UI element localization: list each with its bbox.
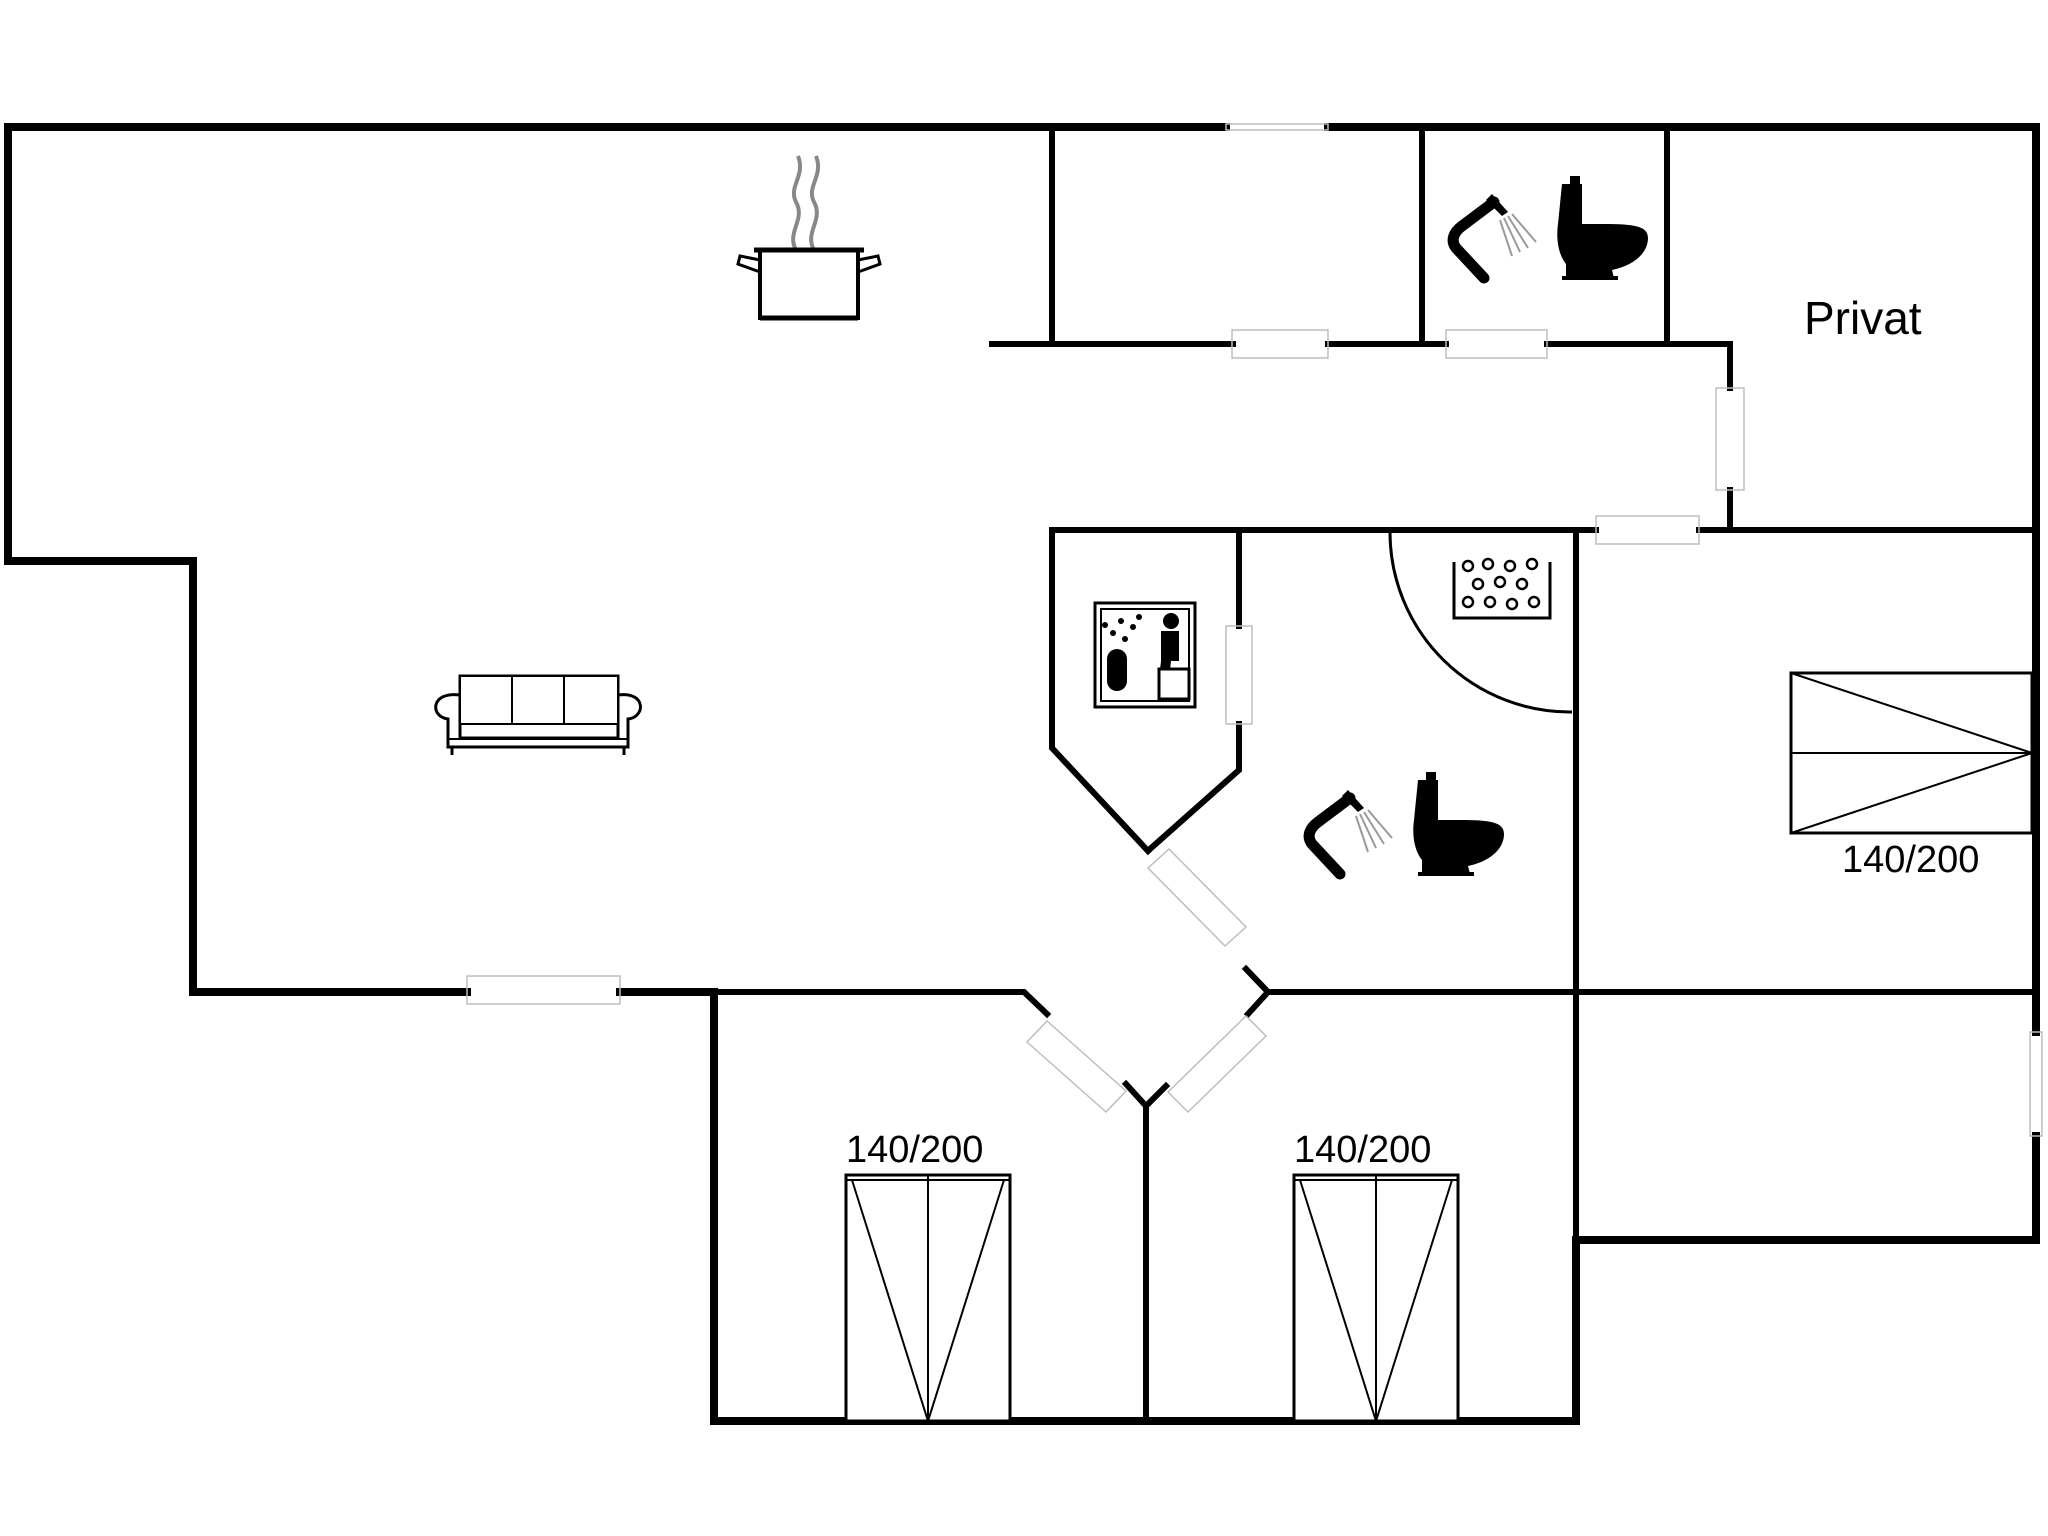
wall-sauna <box>1049 527 1153 856</box>
exterior-wall-bedrooms <box>710 988 2040 1425</box>
wall-bedroom-divider <box>1121 1079 1171 1111</box>
shower-icon <box>1447 194 1537 284</box>
bed-size-label-southeast: 140/200 <box>1294 1129 1431 1171</box>
window-north <box>1225 123 1329 131</box>
toilet-icon <box>1413 772 1504 876</box>
bed-size-label-east: 140/200 <box>1842 839 1979 881</box>
double-bed-icon <box>844 1173 1012 1425</box>
door-private-west <box>1715 387 1745 491</box>
wall-bath1-south <box>1544 341 1733 391</box>
cooking-pot-icon <box>736 155 882 321</box>
sofa-icon <box>434 674 642 755</box>
double-bed-icon <box>1789 671 2036 835</box>
door-bath2 <box>1146 847 1248 948</box>
window-living-south <box>466 975 621 1005</box>
interior-walls <box>711 124 2039 1424</box>
door-bedroom-se <box>1166 1014 1268 1114</box>
whirlpool-icon <box>1452 557 1552 620</box>
door-private <box>1595 515 1700 545</box>
sauna-icon <box>1093 601 1197 709</box>
bed-size-label-southwest: 140/200 <box>846 1129 983 1171</box>
window-east <box>2029 1031 2043 1137</box>
wall-bedroom-sw-north <box>711 989 1052 1019</box>
exterior-wall-northeast <box>1324 123 2040 1036</box>
door-hall <box>1231 329 1329 359</box>
openings <box>466 123 2043 1137</box>
wall-sauna-east-low <box>1145 721 1242 854</box>
door-bedroom-sw <box>1025 1019 1128 1114</box>
whirlpool-outline <box>1388 532 1573 714</box>
exterior-wall-west <box>4 123 1230 996</box>
door-sauna <box>1225 625 1253 725</box>
shower-icon <box>1303 790 1393 880</box>
wall-corridor-diag <box>1241 964 1273 1019</box>
toilet-icon <box>1557 176 1648 280</box>
door-bath1 <box>1445 329 1548 359</box>
room-label-private: Privat <box>1804 292 1922 344</box>
double-bed-icon <box>1292 1173 1460 1425</box>
exterior-walls <box>4 123 2040 1425</box>
